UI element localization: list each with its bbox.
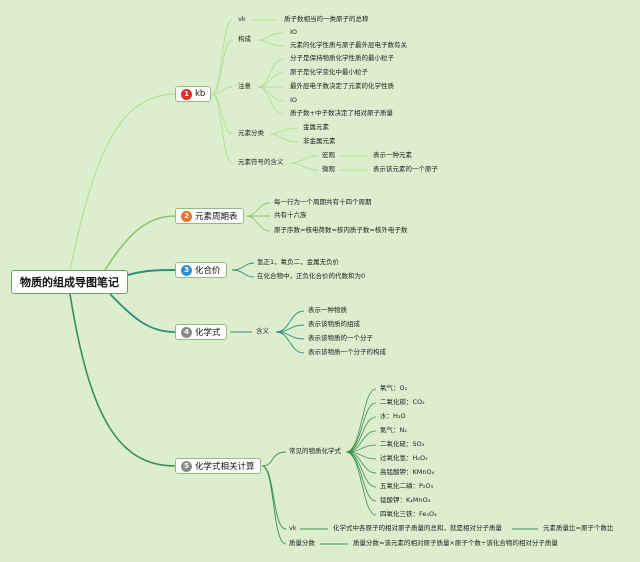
branch-3-label: 化合价 [195,266,221,276]
weiguan-value: 表示该元素的一个原子 [373,165,438,173]
fuhao-key: 元素符号的含义 [238,158,284,166]
branch-4-item-3: 表示该物质的一个分子 [308,334,373,342]
formula-item-2: 二氧化碳：CO₂ [380,398,425,406]
formula-item-1: 氧气：O₂ [380,384,408,392]
branch-2-node[interactable]: 2 元素周期表 [175,208,244,224]
root-node[interactable]: 物质的组成导图笔记 [11,270,128,294]
hanyi-key: 含义 [256,327,269,335]
branch-3-node[interactable]: 3 化合价 [175,262,227,278]
branch-2-item-2: 共有十六族 [274,211,307,219]
number-2-icon: 2 [181,210,192,222]
branch-1-node[interactable]: 1 kb [175,86,212,102]
branch-3-item-2: 在化合物中，正负化合价的代数和为0 [257,272,366,280]
zhuyi-item-1: 分子是保持物质化学性质的最小粒子 [290,54,394,62]
branch-5-vk-extra: 元素质量比=原子个数比 [543,524,614,532]
hongguan-value: 表示一种元素 [373,151,412,159]
number-5-icon: 5 [181,460,192,472]
zhuyi-item-2: 原子是化学变化中最小粒子 [290,68,368,76]
number-1-icon: 1 [181,88,192,100]
number-4-icon: 4 [181,326,192,338]
branch-4-item-1: 表示一种物质 [308,306,347,314]
branch-3-item-1: 氢正1，氧负二，金属无负价 [257,258,340,266]
branch-5-vk-key: vk [289,524,297,532]
common-formula-key: 常见的物质化学式 [289,447,341,455]
zhuyi-key: 注意 [238,82,251,90]
fenlei-key: 元素分类 [238,129,264,137]
zhuyi-item-3: 最外层电子数决定了元素的化学性质 [290,82,394,90]
goucheng-item-2: 元素的化学性质与原子最外层电子数有关 [290,41,407,49]
goucheng-key: 构成 [238,35,251,43]
hongguan-key: 宏观 [322,151,335,159]
branch-5-node[interactable]: 5 化学式相关计算 [175,458,261,474]
goucheng-item-1: IO [290,28,298,36]
branch-5-vk-value: 化学式中各原子的相对原子质量的总和，就是相对分子质量 [333,524,502,532]
zhuyi-item-5: 质子数+中子数决定了相对原子质量 [290,109,393,117]
mass-fraction-key: 质量分数 [289,539,315,547]
branch-4-node[interactable]: 4 化学式 [175,324,227,340]
root-title: 物质的组成导图笔记 [20,276,119,289]
vk-key: vk [238,15,246,23]
formula-item-9: 锰酸钾：K₂MnO₄ [380,496,431,504]
formula-item-3: 水：H₂O [380,412,406,420]
branch-1-label: kb [195,89,206,99]
branch-2-item-1: 每一行为一个周期共有十四个周期 [274,198,372,206]
branch-2-label: 元素周期表 [195,212,238,222]
branch-4-item-4: 表示该物质一个分子的构成 [308,348,386,356]
formula-item-7: 高锰酸钾：KMnO₄ [380,468,435,476]
formula-item-5: 二氧化硫：SO₂ [380,440,425,448]
branch-5-label: 化学式相关计算 [195,462,255,472]
branch-4-label: 化学式 [195,328,221,338]
formula-item-10: 四氧化三铁：Fe₃O₄ [380,510,437,518]
zhuyi-item-4: IO [290,96,298,104]
vk-value: 质子数相当的一类原子的总称 [284,15,369,23]
formula-item-8: 五氧化二磷：P₂O₅ [380,482,434,490]
number-3-icon: 3 [181,264,192,276]
fenlei-item-1: 金属元素 [303,123,329,131]
formula-item-4: 氮气：N₂ [380,426,407,434]
mass-fraction-value: 质量分数=该元素的相对原子质量×原子个数÷该化合物的相对分子质量 [353,539,558,547]
fenlei-item-2: 非金属元素 [303,137,336,145]
formula-item-6: 过氧化氢：H₂O₂ [380,454,428,462]
branch-2-item-3: 原子序数=核电荷数=核内质子数=核外电子数 [274,226,408,234]
weiguan-key: 微观 [322,165,335,173]
branch-4-item-2: 表示该物质的组成 [308,320,360,328]
